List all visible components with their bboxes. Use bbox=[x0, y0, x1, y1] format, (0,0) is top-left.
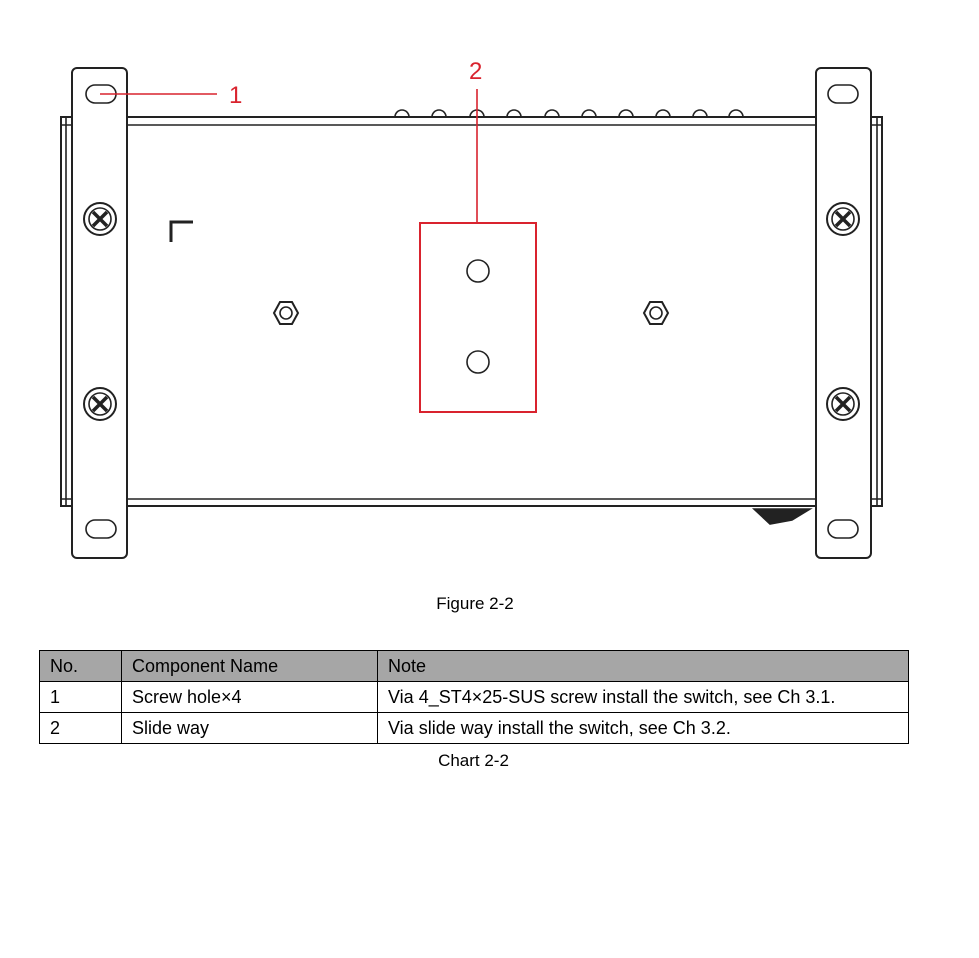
slide-hole bbox=[466, 350, 490, 374]
callout-2-label: 2 bbox=[469, 58, 482, 85]
cell-no: 1 bbox=[39, 681, 122, 713]
cell-note: Via slide way install the switch, see Ch… bbox=[377, 712, 909, 744]
slide-hole bbox=[466, 259, 490, 283]
callout-1-label: 1 bbox=[229, 82, 242, 109]
table-row: 1 Screw hole×4 Via 4_ST4×25-SUS screw in… bbox=[39, 681, 909, 713]
header-note: Note bbox=[377, 650, 909, 682]
slide-way-highlight bbox=[419, 222, 537, 413]
cell-no: 2 bbox=[39, 712, 122, 744]
left-mounting-bracket bbox=[71, 67, 128, 559]
hex-nut bbox=[642, 301, 670, 325]
figure-caption: Figure 2-2 bbox=[436, 594, 514, 613]
corner-mark bbox=[169, 220, 193, 242]
screw-hole bbox=[85, 519, 117, 539]
screw-hole bbox=[827, 84, 859, 104]
header-component-name: Component Name bbox=[121, 650, 378, 682]
table-row: 2 Slide way Via slide way install the sw… bbox=[39, 712, 909, 744]
bracket-screws bbox=[83, 202, 860, 421]
top-ports bbox=[394, 109, 744, 118]
cell-component-name: Slide way bbox=[121, 712, 378, 744]
screw-hole bbox=[827, 519, 859, 539]
table-header-row: No. Component Name Note bbox=[39, 650, 909, 682]
table-caption: Chart 2-2 bbox=[438, 751, 509, 770]
component-table: No. Component Name Note 1 Screw hole×4 V… bbox=[39, 650, 909, 744]
bottom-tab bbox=[751, 508, 813, 525]
hex-nut bbox=[272, 301, 300, 325]
right-mounting-bracket bbox=[815, 67, 872, 559]
cell-component-name: Screw hole×4 bbox=[121, 681, 378, 713]
cell-note: Via 4_ST4×25-SUS screw install the switc… bbox=[377, 681, 909, 713]
header-no: No. bbox=[39, 650, 122, 682]
chassis-body bbox=[60, 116, 883, 507]
switch-mounting-diagram: 1 2 bbox=[60, 58, 883, 559]
